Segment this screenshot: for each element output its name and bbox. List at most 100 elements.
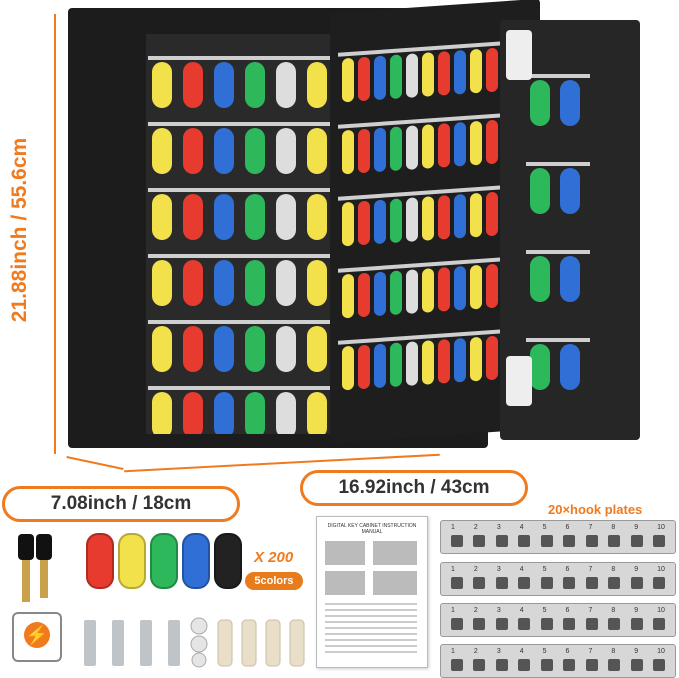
key-tag <box>276 326 296 372</box>
key-tag <box>307 62 327 108</box>
key-tag <box>406 197 418 242</box>
hook-slot <box>608 618 621 630</box>
hook-rail <box>148 386 400 390</box>
height-label: 21.88inch / 55.6cm <box>8 137 31 323</box>
key-tag <box>454 194 466 239</box>
key-tag <box>438 267 450 312</box>
key-tag <box>374 343 386 388</box>
hook-rail <box>526 162 590 166</box>
hook-slot <box>608 535 621 547</box>
hook-slot <box>652 659 665 671</box>
key-tag <box>422 52 434 97</box>
hook-slot <box>473 577 486 589</box>
hook-number: 3 <box>496 648 501 655</box>
key-tag <box>342 346 354 391</box>
red-key-tag <box>86 533 114 589</box>
hook-slot <box>540 659 553 671</box>
keys-icon <box>14 528 60 606</box>
hook-slot <box>585 618 598 630</box>
key-tag <box>307 392 327 438</box>
hook-slot <box>585 577 598 589</box>
key-tag <box>530 168 550 214</box>
hook-slot <box>608 577 621 589</box>
key-tag <box>342 274 354 319</box>
hook-number: 6 <box>565 524 570 531</box>
height-arrow <box>54 14 56 454</box>
key-tag <box>486 191 498 237</box>
manual-text-line <box>325 627 417 629</box>
hook-slot <box>540 577 553 589</box>
key-tag <box>374 55 386 100</box>
hook-slot <box>451 577 463 589</box>
key-tag <box>214 62 234 108</box>
hook-number: 1 <box>451 648 455 655</box>
key-tag <box>422 124 434 169</box>
key-tag <box>307 128 327 174</box>
key-tag <box>530 256 550 302</box>
hook-slot <box>563 618 576 630</box>
key-tag <box>358 56 370 101</box>
key-tag <box>560 344 580 390</box>
hook-slot <box>652 577 665 589</box>
key-tag <box>152 194 172 240</box>
key-tag <box>342 58 354 103</box>
hook-number: 5 <box>542 524 547 531</box>
key-tag <box>358 272 370 317</box>
width-label: 16.92inch / 43cm <box>300 470 528 506</box>
key-tag <box>438 195 450 240</box>
hook-number: 10 <box>657 524 665 531</box>
key-tag <box>470 193 482 238</box>
hook-slot <box>585 535 598 547</box>
door-inner-panel <box>500 20 640 440</box>
key-tag <box>152 128 172 174</box>
hook-number: 5 <box>542 607 547 614</box>
key-tag <box>358 344 370 389</box>
key-tag <box>390 198 402 243</box>
hook-slot <box>473 535 486 547</box>
key-tag <box>406 125 418 170</box>
key-tag <box>152 62 172 108</box>
hook-number: 10 <box>657 566 665 573</box>
key-tag <box>390 126 402 171</box>
hook-plate-slots <box>451 618 665 630</box>
hook-number: 9 <box>634 566 639 573</box>
key-tag <box>307 326 327 372</box>
hook-number: 8 <box>611 566 616 573</box>
hook-rail <box>148 56 400 60</box>
manual-text-line <box>325 645 417 647</box>
key-tag <box>374 199 386 244</box>
hook-slot <box>608 659 621 671</box>
key-tag <box>530 344 550 390</box>
hook-rail <box>338 255 534 273</box>
key-tag <box>422 340 434 385</box>
hook-number: 2 <box>473 607 478 614</box>
hook-slot <box>451 659 463 671</box>
screws <box>78 614 188 670</box>
hook-number: 3 <box>496 607 501 614</box>
key-tag <box>358 128 370 173</box>
key-tag <box>152 392 172 438</box>
key-tag <box>470 121 482 166</box>
hook-number: 7 <box>588 607 593 614</box>
hook-slot <box>495 535 508 547</box>
hook-number: 2 <box>473 524 478 531</box>
hook-rail <box>338 111 534 129</box>
key-tag <box>214 194 234 240</box>
instruction-manual: DIGITAL KEY CABINET INSTRUCTION MANUAL <box>316 516 428 668</box>
hook-number: 2 <box>473 566 478 573</box>
key-tag <box>358 200 370 245</box>
key-tag <box>152 326 172 372</box>
key-tag <box>214 392 234 438</box>
key-tag <box>276 392 296 438</box>
key-tag <box>183 260 203 306</box>
key-tag <box>470 49 482 94</box>
black-key-tag <box>214 533 242 589</box>
hook-slot <box>451 535 463 547</box>
hook-slot <box>495 577 508 589</box>
hook-plates-label: 20×hook plates <box>548 502 643 517</box>
hook-rail <box>148 122 400 126</box>
hook-number: 4 <box>519 524 524 531</box>
